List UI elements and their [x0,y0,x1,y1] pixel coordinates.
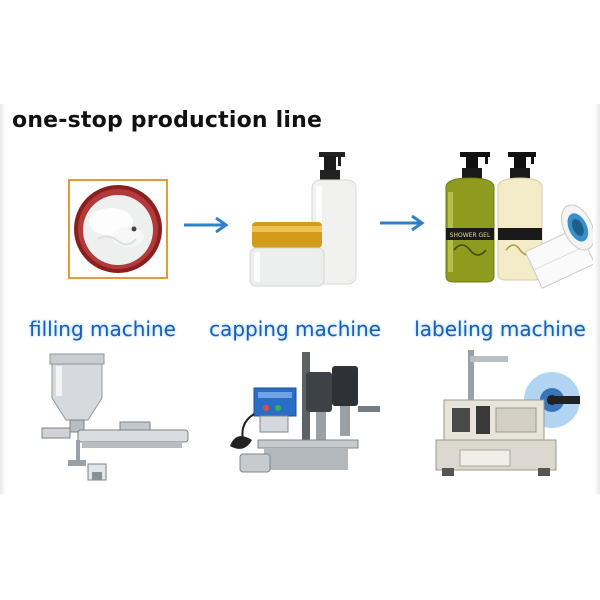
right-arrow-icon [182,215,232,235]
jar-and-bottle-icon [246,150,361,290]
right-arrow-icon [378,213,428,233]
page-title: one-stop production line [12,108,323,133]
cream-jar-icon [68,179,168,279]
left-edge-shade [0,104,6,494]
label-filling-machine: filling machine [29,317,176,341]
capping-machine-icon [220,350,380,480]
label-labeling-machine: labeling machine [414,317,586,341]
label-capping-machine: capping machine [209,317,381,341]
bottle-label-text: SHOWER GEL [450,232,491,239]
right-edge-shade [594,104,600,494]
labeling-machine-icon [430,348,590,483]
labeled-bottles-icon: SHOWER GEL [438,150,593,310]
filling-machine-icon [32,348,192,488]
